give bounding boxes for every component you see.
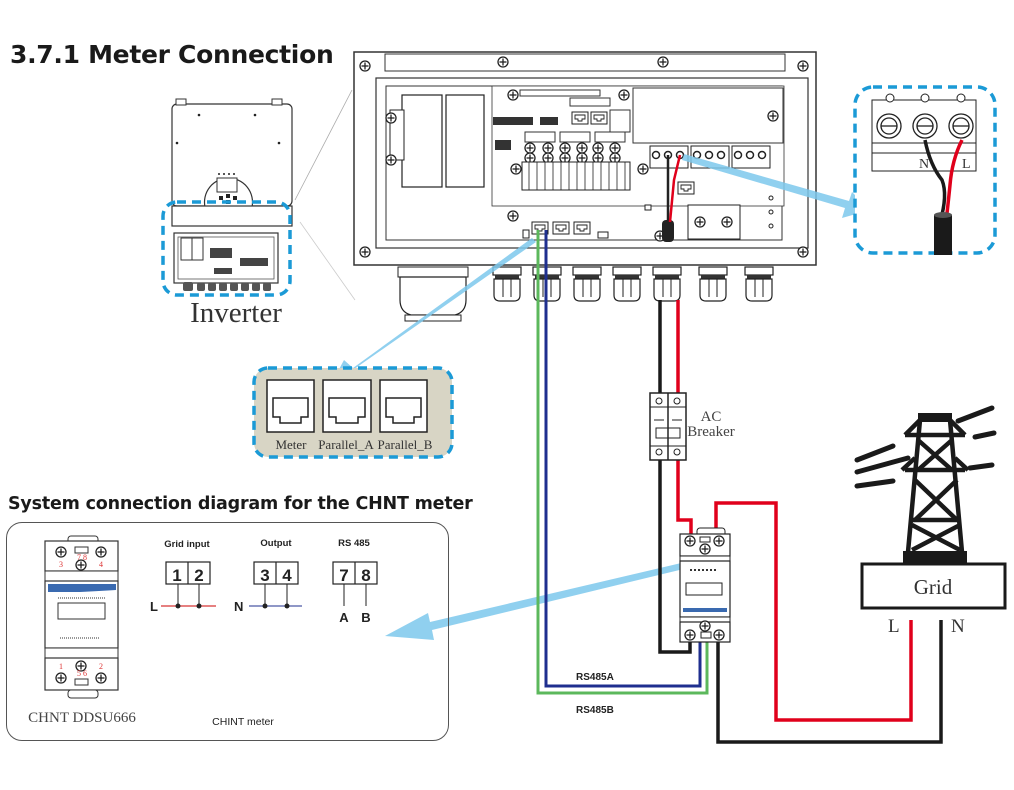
ac-terminal-callout <box>853 85 997 255</box>
inverter-callout-dashed-frame <box>161 200 292 297</box>
port-label-parallel-b: Parallel_B <box>378 437 433 452</box>
system-diagram-title: System connection diagram for the CHNT m… <box>8 494 473 514</box>
grid-label: Grid <box>914 575 953 599</box>
rs485b-label: RS485B <box>576 705 614 716</box>
section-title: 3.7.1 Meter Connection <box>10 40 334 69</box>
grid-neutral-label: N <box>951 616 965 637</box>
grid-neutral-wire <box>716 620 943 744</box>
line-wire-to-meter <box>676 460 693 540</box>
rs485b-wire <box>536 230 709 695</box>
chnt-system-diagram-panel <box>6 522 449 741</box>
breaker-label-line1: AC <box>701 409 722 425</box>
terminal-label-n: N <box>919 157 929 172</box>
zoom-projection-line <box>294 89 353 201</box>
inverter-illustration <box>161 98 293 297</box>
grid-tower-icon <box>854 405 1007 610</box>
zoom-projection-line <box>299 221 356 301</box>
inverter-label: Inverter <box>190 297 282 329</box>
terminal-callout-arrow <box>682 154 870 218</box>
port-callout-arrow <box>330 238 536 386</box>
rs485a-wire <box>544 230 702 688</box>
port-label-meter: Meter <box>275 437 307 452</box>
grid-line-wire <box>714 501 913 722</box>
ac-breaker <box>649 392 687 461</box>
breaker-label-line2: Breaker <box>687 424 734 440</box>
inverter-wiring-compartment <box>353 51 817 322</box>
energy-meter <box>679 527 731 643</box>
grid-line-label: L <box>888 616 900 637</box>
port-label-parallel-a: Parallel_A <box>318 437 374 452</box>
terminal-label-l: L <box>962 157 971 172</box>
rs485a-label: RS485A <box>576 672 614 683</box>
port-callout <box>252 366 454 459</box>
meter-callout-arrow <box>385 560 696 640</box>
neutral-wire-to-meter <box>658 460 692 654</box>
